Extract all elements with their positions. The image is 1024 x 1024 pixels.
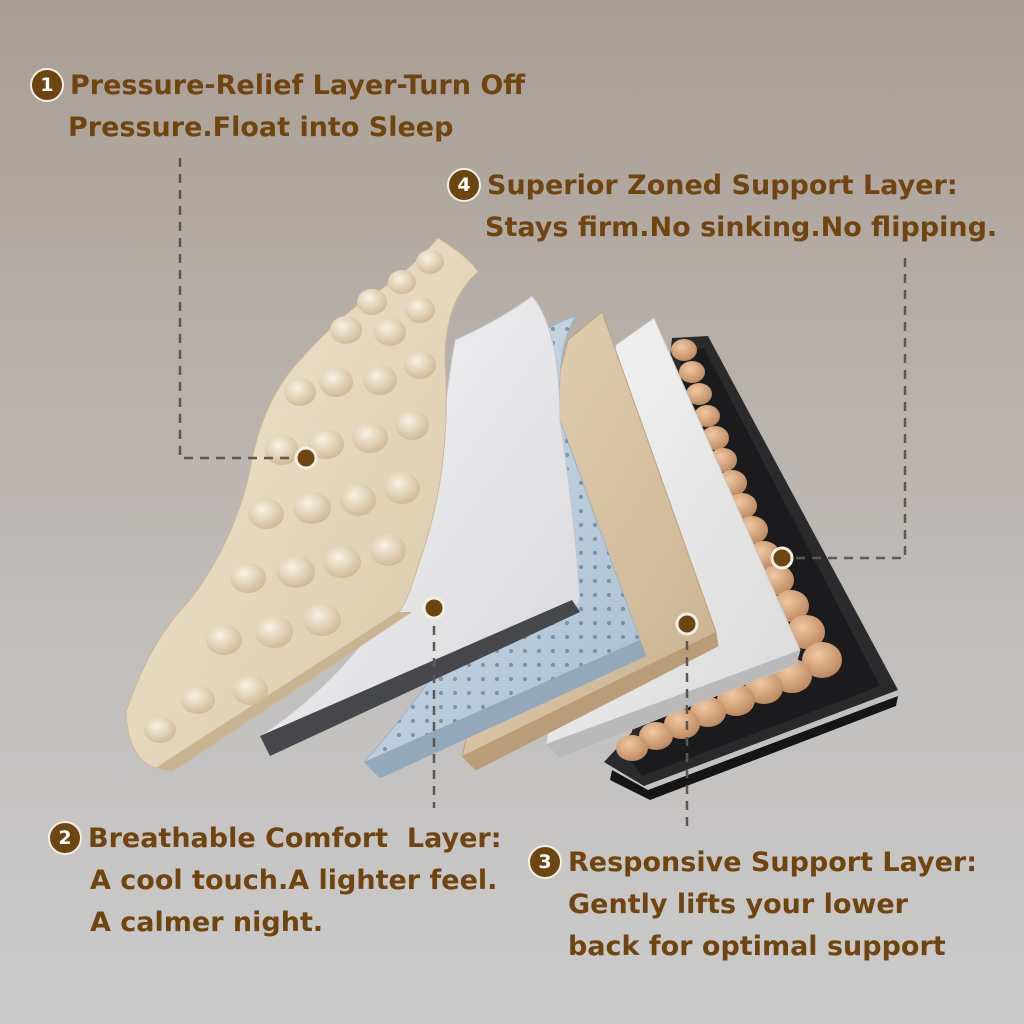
leader-line-1	[178, 158, 300, 460]
egg-crate-foam-layer	[125, 237, 479, 772]
leader-line-4	[794, 258, 907, 560]
leader-lines	[178, 158, 907, 830]
callout-text: Gently lifts your lower	[568, 889, 908, 920]
callout-text: A calmer night.	[90, 907, 324, 938]
number-badge-icon: 1	[30, 68, 64, 102]
leader-dot-icon	[294, 446, 318, 470]
leader-dot-icon	[422, 596, 446, 620]
callout-title: Pressure-Relief Layer-Turn Off	[70, 70, 526, 101]
callout-text: Stays firm.No sinking.No flipping.	[485, 212, 998, 243]
number-badge-icon: 2	[48, 821, 82, 855]
callout-title: Breathable Comfort Layer:	[88, 823, 502, 854]
leader-dot-icon	[675, 612, 699, 636]
number-badge-icon: 3	[528, 845, 562, 879]
callout-text: Pressure.Float into Sleep	[68, 112, 454, 143]
callout-title: Responsive Support Layer:	[568, 847, 978, 878]
leader-dots	[294, 446, 794, 636]
foam-bumps	[144, 250, 444, 743]
callout-title: Superior Zoned Support Layer:	[487, 170, 958, 201]
callout-text: back for optimal support	[568, 931, 946, 962]
number-badge-icon: 4	[447, 168, 481, 202]
leader-dot-icon	[770, 546, 794, 570]
callout-text: A cool touch.A lighter feel.	[90, 865, 498, 896]
